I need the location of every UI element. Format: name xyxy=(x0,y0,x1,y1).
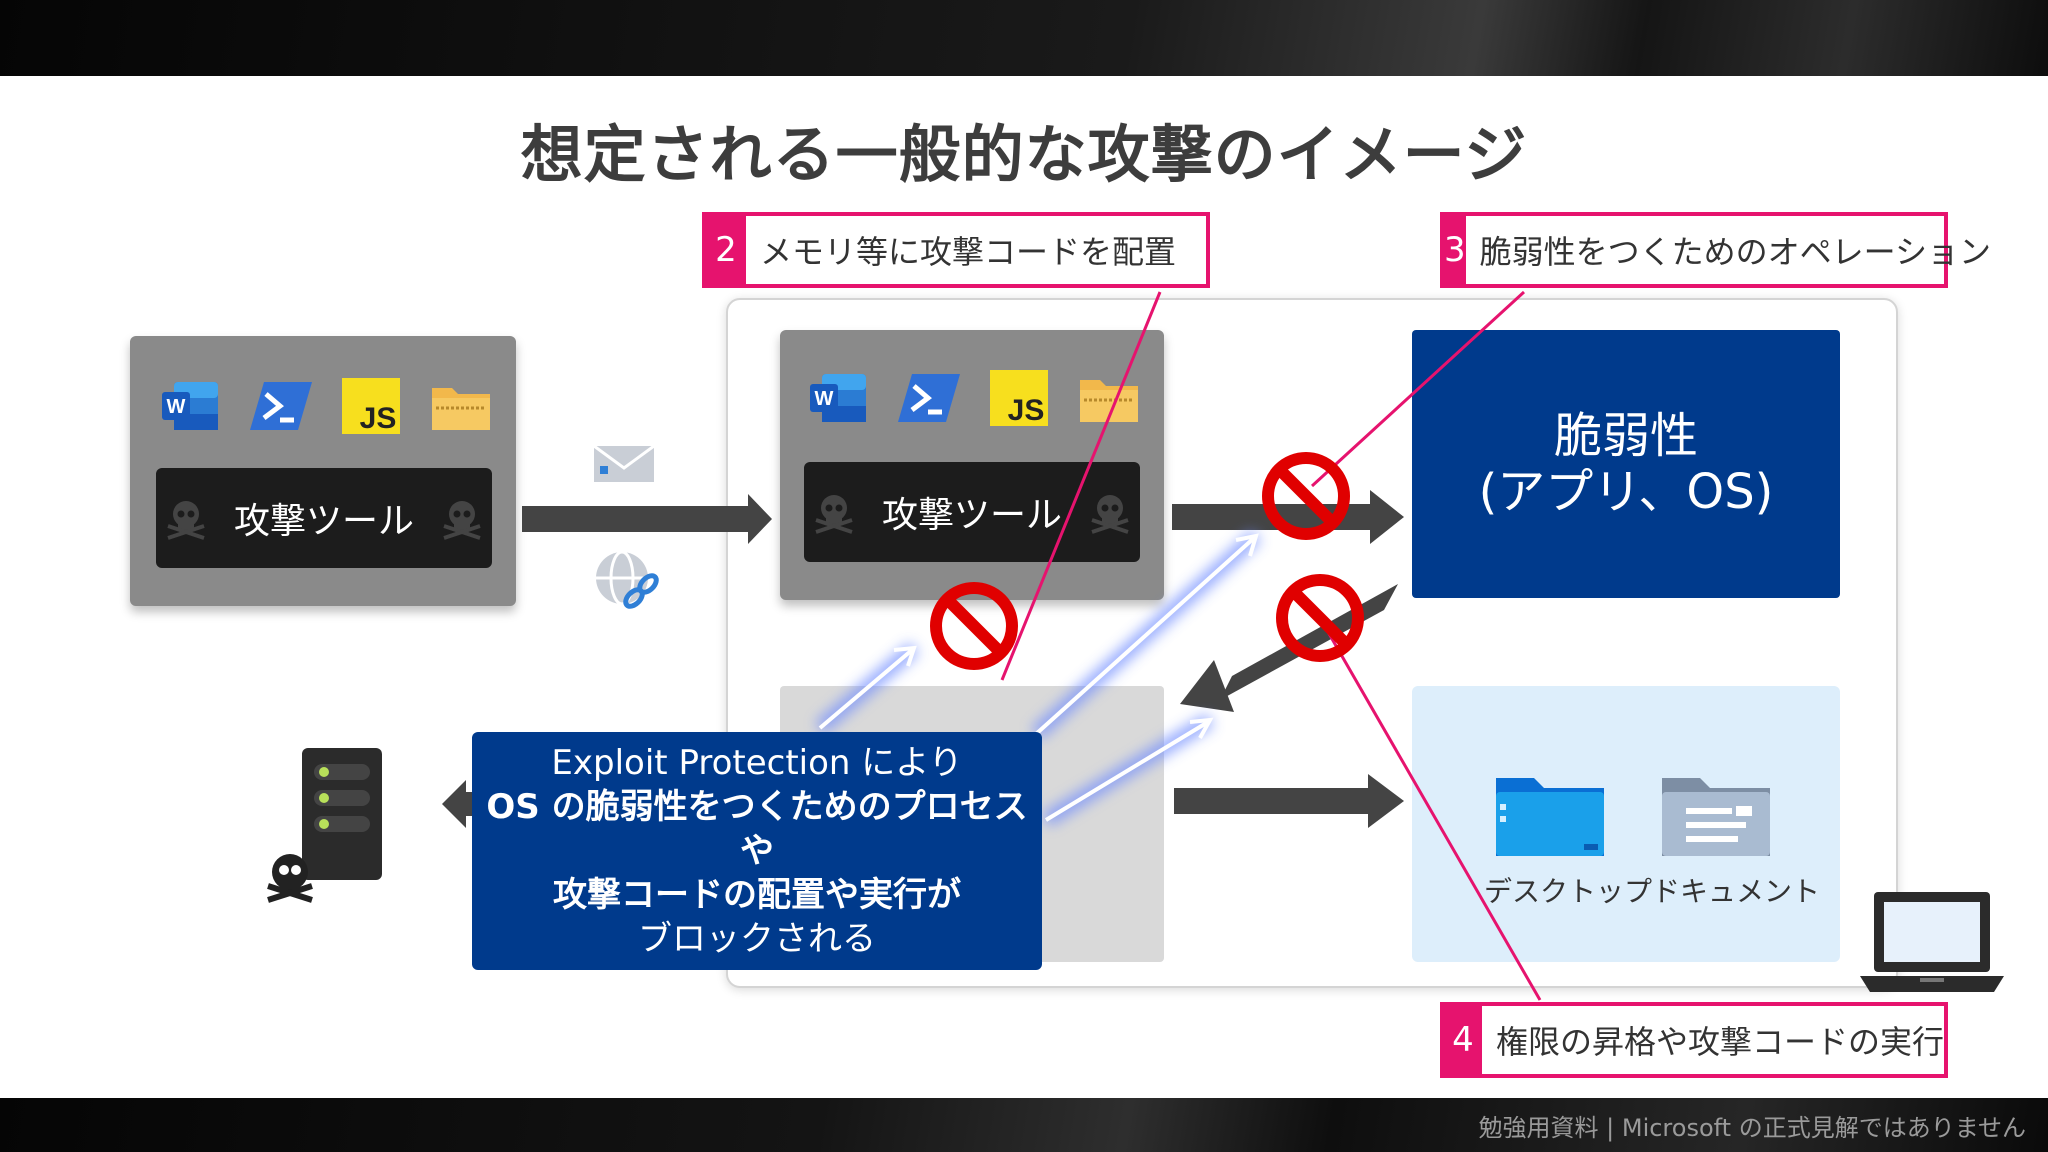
callout-2-number: 2 xyxy=(706,216,746,284)
svg-text:W: W xyxy=(815,388,834,410)
skull-icon xyxy=(1091,495,1129,534)
victim-tool-label: 攻撃ツール xyxy=(881,495,1062,536)
skull-icon xyxy=(815,495,853,534)
white-arrows xyxy=(818,533,1259,822)
zip-folder-icon xyxy=(432,388,490,430)
callout-4-number: 4 xyxy=(1444,1006,1482,1074)
ep-line-4: ブロックされる xyxy=(638,919,876,959)
server-skull-icon xyxy=(267,854,313,903)
top-bar xyxy=(0,0,2048,76)
svg-text:JS: JS xyxy=(360,402,397,434)
javascript-icon: JS xyxy=(990,370,1048,426)
web-link-icon xyxy=(596,550,659,609)
word-icon: W xyxy=(810,374,866,422)
skull-icon xyxy=(443,501,481,540)
server-icon xyxy=(302,748,382,880)
mail-icon xyxy=(593,444,655,482)
attacker-icons: W JS xyxy=(160,378,492,434)
ep-line-2: OS の脆弱性をつくためのプロセスや xyxy=(486,787,1028,871)
callout-3: 3 脆弱性をつくためのオペレーション xyxy=(1440,212,1991,288)
callout-4: 4 権限の昇格や攻撃コードの実行 xyxy=(1440,1002,1948,1078)
powershell-icon xyxy=(250,382,312,430)
block-sign-memory xyxy=(930,582,1018,670)
ep-line-1: Exploit Protection により xyxy=(551,743,963,783)
vulnerability-title: 脆弱性 xyxy=(1553,408,1698,464)
footer-disclaimer: 勉強用資料 | Microsoft の正式見解ではありません xyxy=(1478,1114,2026,1142)
desktop-folder-label: デスクトップ xyxy=(1484,875,1653,908)
attacker-tool-label: 攻撃ツール xyxy=(233,501,414,542)
callout-3-number: 3 xyxy=(1444,216,1466,284)
javascript-icon: JS xyxy=(342,378,400,434)
attacker-tool-bar: 攻撃ツール xyxy=(156,468,492,568)
block-sign-operation xyxy=(1262,452,1350,540)
powershell-icon xyxy=(898,374,960,422)
ep-line-3: 攻撃コードの配置や実行が xyxy=(553,875,961,915)
documents-folder-label: ドキュメント xyxy=(1652,875,1821,908)
laptop-icon xyxy=(1860,892,2004,992)
exploit-protection-box: Exploit Protection により OS の脆弱性をつくためのプロセス… xyxy=(472,732,1042,970)
victim-icons: W JS xyxy=(808,370,1140,426)
callout-2-text: メモリ等に攻撃コードを配置 xyxy=(760,233,1177,271)
callout-3-text: 脆弱性をつくためのオペレーション xyxy=(1479,233,1992,271)
callout-leader-lines xyxy=(1000,290,1542,1001)
callout-4-text: 権限の昇格や攻撃コードの実行 xyxy=(1495,1023,1944,1061)
word-icon: W xyxy=(162,382,218,430)
documents-folder-icon xyxy=(1662,778,1770,856)
arrow-to-c2-server xyxy=(442,780,476,828)
skull-icon xyxy=(167,501,205,540)
desktop-folder-icon xyxy=(1496,778,1604,856)
callout-2: 2 メモリ等に攻撃コードを配置 xyxy=(702,212,1210,288)
arrow-attacker-to-victim xyxy=(522,494,772,544)
vulnerability-box: 脆弱性 (アプリ、OS) xyxy=(1412,330,1840,598)
svg-text:JS: JS xyxy=(1008,394,1045,426)
arrow-to-user-data xyxy=(1174,774,1404,828)
slide-title: 想定される一般的な攻撃のイメージ xyxy=(520,118,1528,191)
block-sign-execution xyxy=(1276,574,1364,662)
bottom-bar xyxy=(0,1098,2048,1152)
vulnerability-subtitle: (アプリ、OS) xyxy=(1478,464,1774,520)
svg-text:W: W xyxy=(167,396,186,418)
